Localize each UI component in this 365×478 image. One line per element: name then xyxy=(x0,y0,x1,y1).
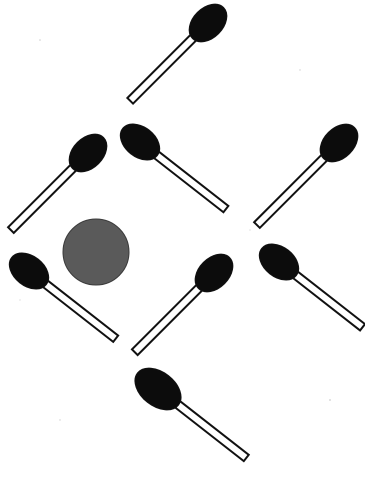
matchstick-7[interactable] xyxy=(252,237,365,339)
matchstick-8[interactable] xyxy=(127,360,257,472)
ball[interactable] xyxy=(63,219,129,285)
matchstick-1[interactable] xyxy=(120,0,235,111)
matchstick-3[interactable] xyxy=(113,117,235,221)
matchstick-4[interactable] xyxy=(246,117,365,236)
paper-texture xyxy=(19,39,331,420)
matchstick-6[interactable] xyxy=(124,247,240,363)
